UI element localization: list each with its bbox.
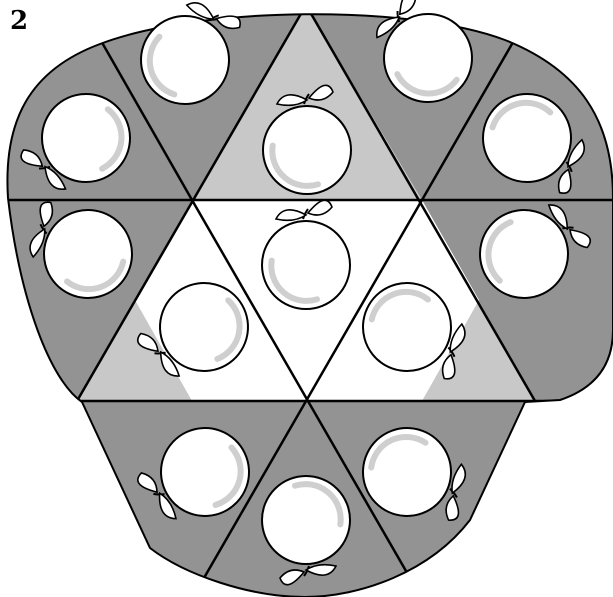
apple-icon xyxy=(362,427,467,521)
apple-icon xyxy=(262,84,352,195)
grid-lines xyxy=(7,14,613,597)
inner-triangle-top xyxy=(192,14,422,200)
apple-icon xyxy=(482,93,586,194)
apple-icon xyxy=(261,199,351,310)
apple-icon xyxy=(479,204,592,299)
apple-icon xyxy=(136,282,249,377)
page-number: 2 xyxy=(10,6,29,36)
apple-icon xyxy=(137,427,250,520)
apple-icon xyxy=(140,1,241,105)
apple-icon xyxy=(261,475,351,586)
apple-icon xyxy=(376,0,473,103)
apple-icon xyxy=(20,93,131,190)
apple-icon xyxy=(29,201,133,299)
apple-icon xyxy=(362,282,466,380)
